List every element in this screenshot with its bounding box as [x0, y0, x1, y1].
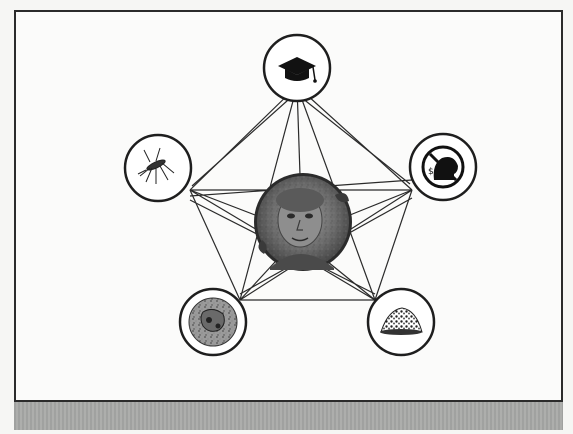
node-malaria — [125, 135, 191, 201]
edge-right-bottomright — [375, 190, 412, 300]
node-no-smoking: $ — [410, 134, 476, 200]
node-nutrition — [368, 289, 434, 355]
center-node — [254, 173, 352, 271]
node-infection — [180, 289, 246, 355]
pathogen-cell-icon — [189, 298, 237, 346]
node-education — [264, 35, 330, 101]
svg-text:$: $ — [428, 167, 434, 177]
edge-left-top — [190, 86, 297, 190]
